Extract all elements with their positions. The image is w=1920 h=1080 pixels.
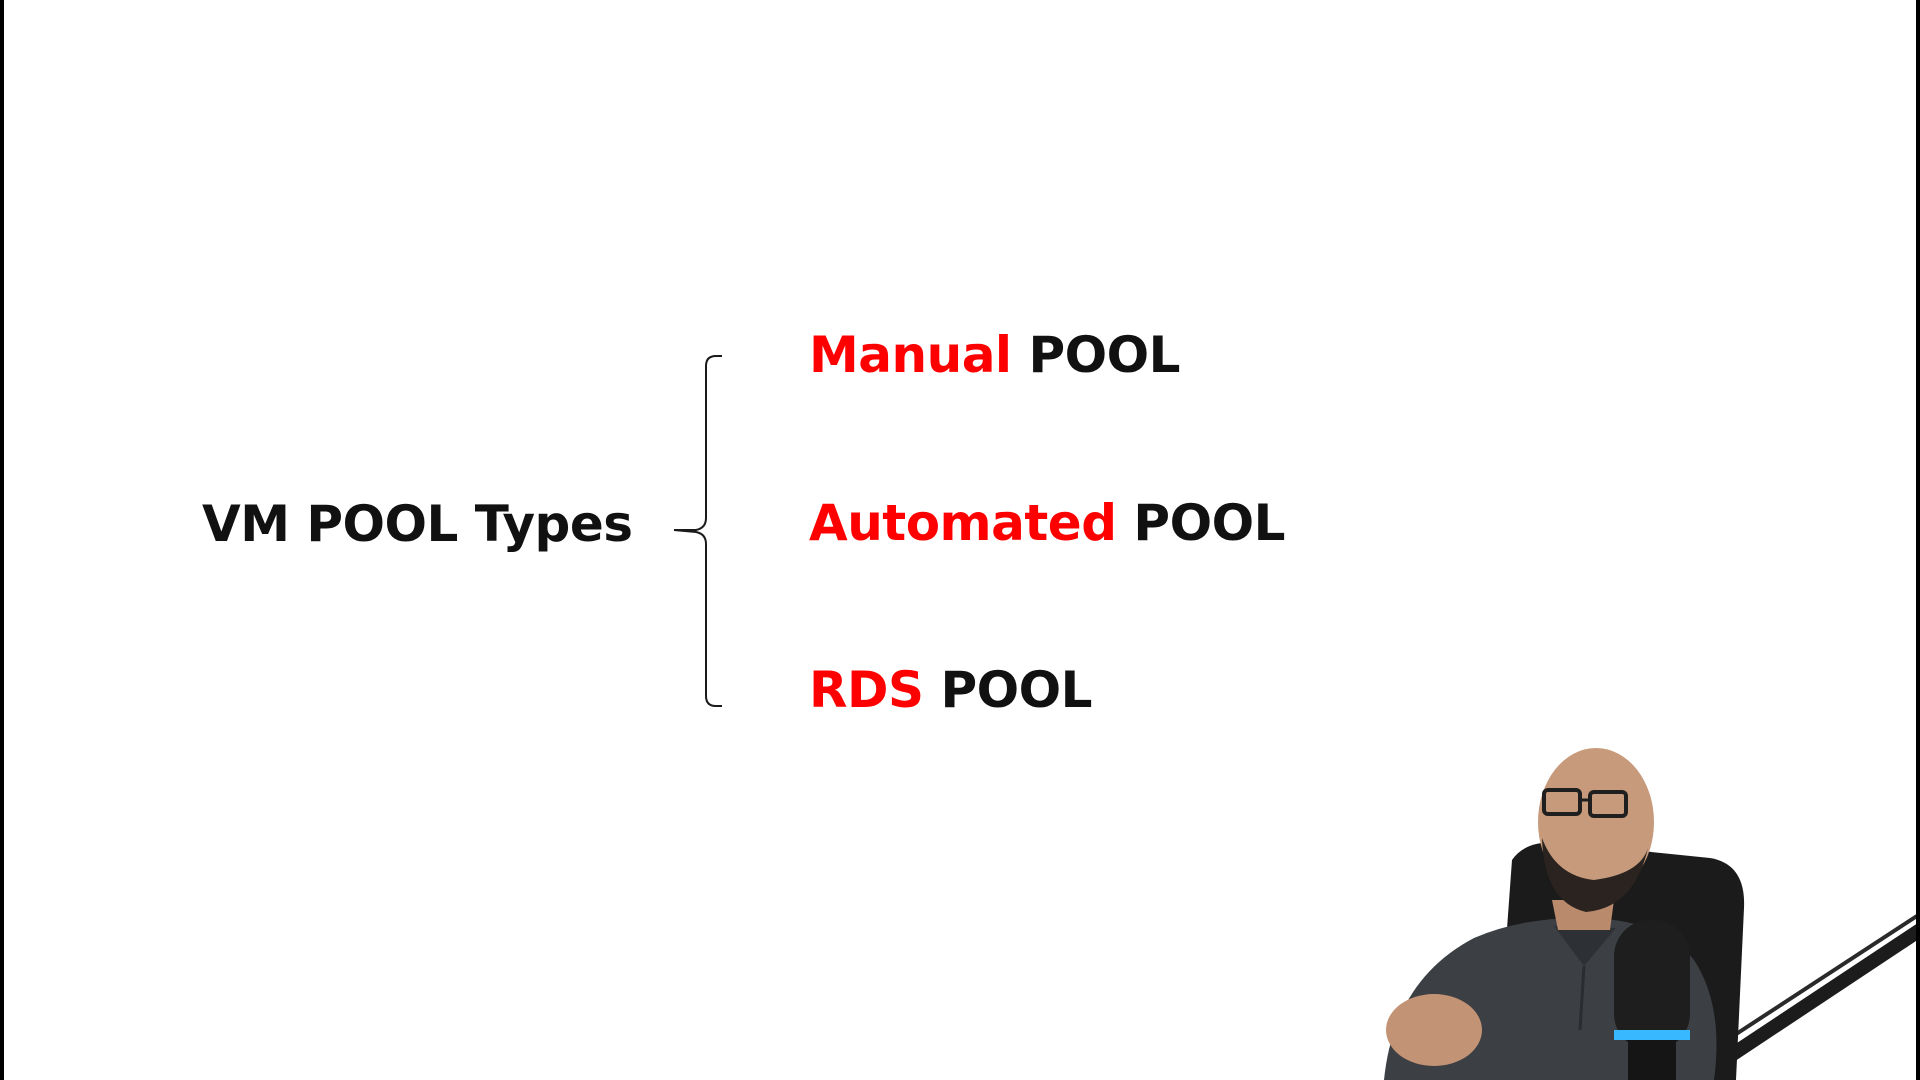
slide: VM POOL Types Manual POOL Automated POOL… — [4, 0, 1916, 1080]
pool-keyword: RDS — [809, 661, 924, 719]
pool-keyword: Manual — [809, 326, 1012, 384]
pool-suffix: POOL — [1133, 494, 1285, 552]
pool-item-manual: Manual POOL — [809, 326, 1181, 384]
main-label: VM POOL Types — [202, 495, 633, 553]
presenter-webcam — [1384, 748, 1916, 1080]
pool-keyword: Automated — [809, 494, 1117, 552]
pool-item-automated: Automated POOL — [809, 494, 1285, 552]
brace-icon — [673, 355, 722, 707]
microphone-icon — [1614, 920, 1690, 1080]
pool-suffix: POOL — [940, 661, 1092, 719]
pool-suffix: POOL — [1028, 326, 1181, 384]
pool-item-rds: RDS POOL — [809, 661, 1092, 719]
